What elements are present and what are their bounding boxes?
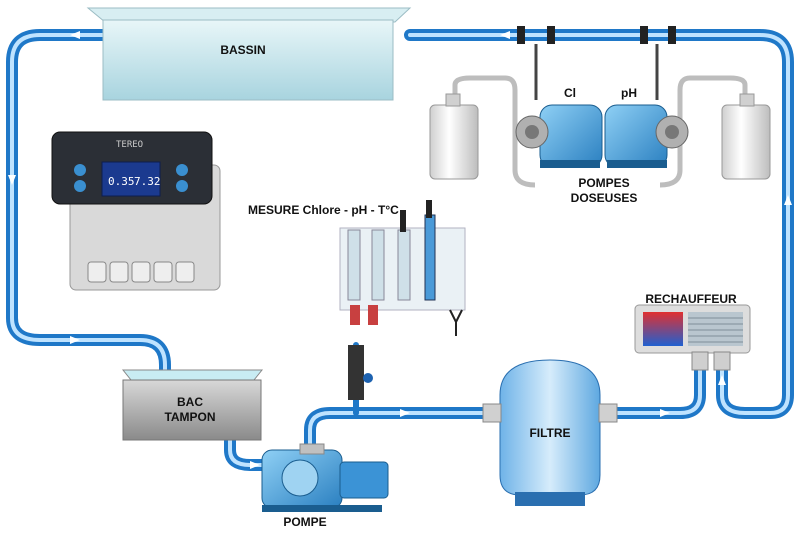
chlorine-label: Cl [564,86,576,100]
buffer-tank [121,369,264,441]
dosing-pumps-label: POMPES DOSEUSES [570,176,638,205]
heater [634,304,751,371]
flow-arrow [718,375,726,385]
chlorine-canister [429,75,536,188]
controller-brand: TEREO [116,140,144,150]
flow-arrow [500,31,510,39]
flow-arrow [400,409,410,417]
flow-arrows [8,31,792,469]
measurement-panel [339,200,466,400]
controller-reading-right: 7.32 [134,175,161,188]
ph-label: pH [621,86,637,100]
basin-label: BASSIN [220,43,266,57]
flow-arrow [660,409,670,417]
basin [86,7,412,101]
top-pipe-fittings [517,26,676,100]
pipe-circuit [6,29,794,471]
measurement-label: MESURE Chlore - pH - T°C [248,203,399,217]
filter [482,359,618,506]
controller [51,131,221,291]
ph-dosing-pump [604,104,689,168]
flow-arrow [784,195,792,205]
flow-arrow [70,31,80,39]
filter-label: FILTRE [529,426,571,440]
buffer-tank-label: BAC TAMPON [164,395,216,424]
cable-glands [87,261,195,283]
pump-label: POMPE [283,515,327,529]
heater-label: RECHAUFFEUR [645,292,737,306]
main-pump [261,443,389,512]
flow-arrow [8,175,16,185]
chlorine-dosing-pump [515,104,603,168]
ph-canister [659,75,771,188]
controller-reading-left: 0.35 [108,175,135,188]
flow-arrow [250,461,260,469]
flow-arrow [70,336,80,344]
